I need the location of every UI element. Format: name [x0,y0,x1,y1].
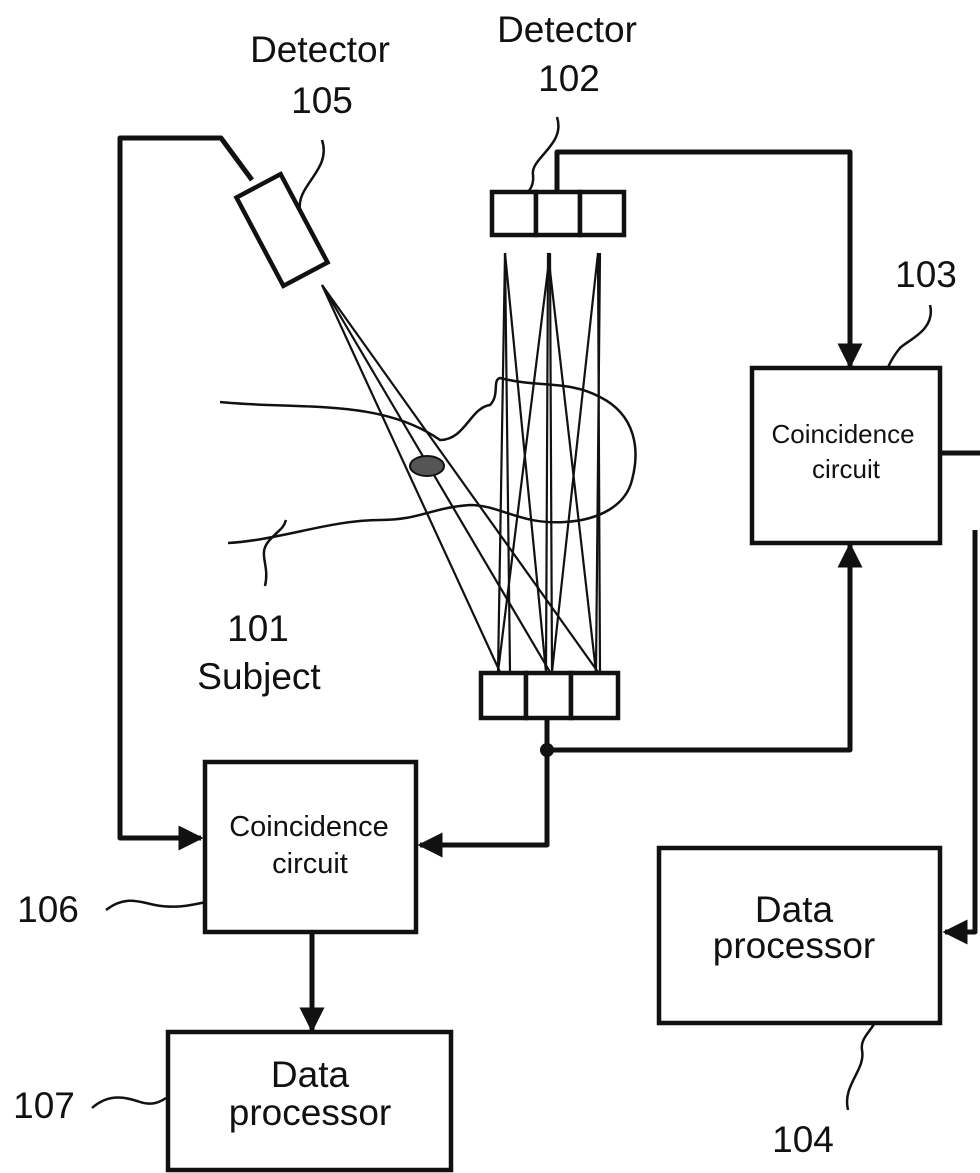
detector-105-number: 105 [291,80,353,121]
detector-105-rays [321,284,599,673]
coincidence-circuit-103: Coincidence circuit [749,365,943,546]
coinc106-line1: Coincidence [229,811,389,843]
subject-lesion [409,455,445,477]
data-processor-104: Data processor [656,845,943,1026]
leader-103 [884,304,933,373]
label-107: 107 [13,1085,75,1126]
detector-102-title: Detector [497,9,637,50]
processor104-line2: processor [713,925,875,966]
processor107-line2: processor [229,1092,391,1133]
processor107-line1: Data [271,1054,350,1095]
data-processor-107: Data processor [165,1029,454,1173]
detector-105-title: Detector [250,29,390,70]
coinc103-line2: circuit [812,454,881,484]
wire-detector105-to-coinc106 [117,135,255,851]
coinc103-line1: Coincidence [771,419,914,449]
label-104: 104 [772,1119,834,1160]
coincidence-circuit-106: Coincidence circuit [202,759,419,935]
coinc106-line2: circuit [272,848,348,880]
leader-104 [845,1021,877,1111]
detector-102-top [489,189,627,238]
detector-102-bottom [478,670,621,721]
subject-number: 101 [227,608,289,649]
wire-right-edge-to-processor104 [942,530,978,945]
wire-detector102top-to-coinc103 [554,149,863,369]
processor104-line1: Data [755,889,834,930]
wire-junction-to-coinc106 [417,750,550,858]
subject-body [219,376,637,545]
label-103: 103 [895,254,957,295]
leader-101 [262,519,288,587]
detector-105 [233,171,331,289]
leader-107 [91,1096,167,1109]
label-106: 106 [17,889,79,930]
subject-label: Subject [197,656,321,697]
detector-102-number: 102 [538,58,600,99]
wire-junction-to-coinc103 [547,542,863,753]
detector-102-rays [496,252,602,673]
leader-106 [105,899,207,911]
